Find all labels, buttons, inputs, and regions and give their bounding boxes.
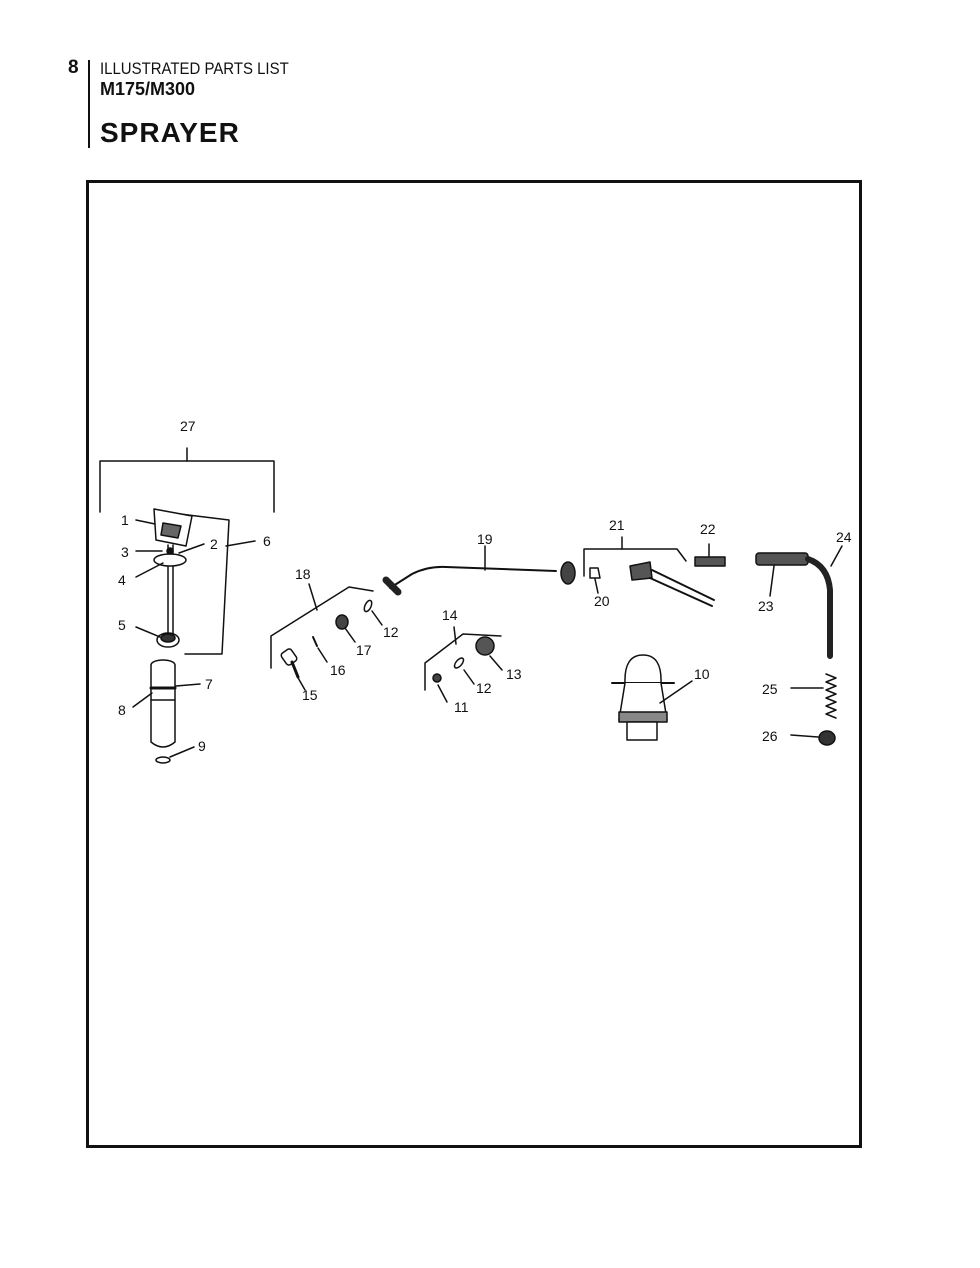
callout-12-lower: 12 xyxy=(476,680,492,696)
pump-cylinder-part xyxy=(149,659,177,764)
tank-part xyxy=(611,654,675,741)
spray-wand-part xyxy=(382,561,576,596)
callout-1: 1 xyxy=(121,512,129,528)
callout-2: 2 xyxy=(210,536,218,552)
bracket-21 xyxy=(583,536,687,577)
bracket-6 xyxy=(179,513,256,655)
callout-19: 19 xyxy=(477,531,493,547)
callout-labels: 27 1 2 3 4 5 6 7 8 9 18 12 17 16 15 19 1… xyxy=(118,418,852,754)
callout-20: 20 xyxy=(594,593,610,609)
callout-26: 26 xyxy=(762,728,778,744)
hose-part xyxy=(755,545,843,659)
callout-13: 13 xyxy=(506,666,522,682)
callout-12-upper: 12 xyxy=(383,624,399,640)
header-divider xyxy=(88,60,90,148)
callout-8: 8 xyxy=(118,702,126,718)
clamp-part xyxy=(790,730,836,746)
hose-fitting-part xyxy=(694,543,726,567)
callout-25: 25 xyxy=(762,681,778,697)
spring-part xyxy=(790,673,837,719)
callout-15: 15 xyxy=(302,687,318,703)
callout-14: 14 xyxy=(442,607,458,623)
page-number: 8 xyxy=(68,57,79,78)
diagram-frame xyxy=(86,180,862,1148)
callout-10: 10 xyxy=(694,666,710,682)
callout-17: 17 xyxy=(356,642,372,658)
callout-16: 16 xyxy=(330,662,346,678)
pump-handle-part xyxy=(153,508,193,648)
callout-3: 3 xyxy=(121,544,129,560)
document-type: ILLUSTRATED PARTS LIST xyxy=(100,59,289,78)
callout-11: 11 xyxy=(454,699,469,715)
callout-24: 24 xyxy=(836,529,852,545)
callout-4: 4 xyxy=(118,572,126,588)
callout-18: 18 xyxy=(295,566,311,582)
callout-27: 27 xyxy=(180,418,196,434)
section-title: SPRAYER xyxy=(100,117,240,148)
callout-7: 7 xyxy=(205,676,213,692)
bracket-14 xyxy=(424,626,502,691)
nozzle-parts-14 xyxy=(432,636,495,683)
callout-23: 23 xyxy=(758,598,774,614)
bracket-27 xyxy=(99,447,275,513)
valve-parts-21 xyxy=(589,561,715,607)
callout-5: 5 xyxy=(118,617,126,633)
nozzle-parts-18 xyxy=(280,599,373,679)
callout-6: 6 xyxy=(263,533,271,549)
callout-22: 22 xyxy=(700,521,716,537)
callout-9: 9 xyxy=(198,738,206,754)
model-number: M175/M300 xyxy=(100,79,196,99)
callout-21: 21 xyxy=(609,517,625,533)
bracket-18 xyxy=(270,583,374,669)
